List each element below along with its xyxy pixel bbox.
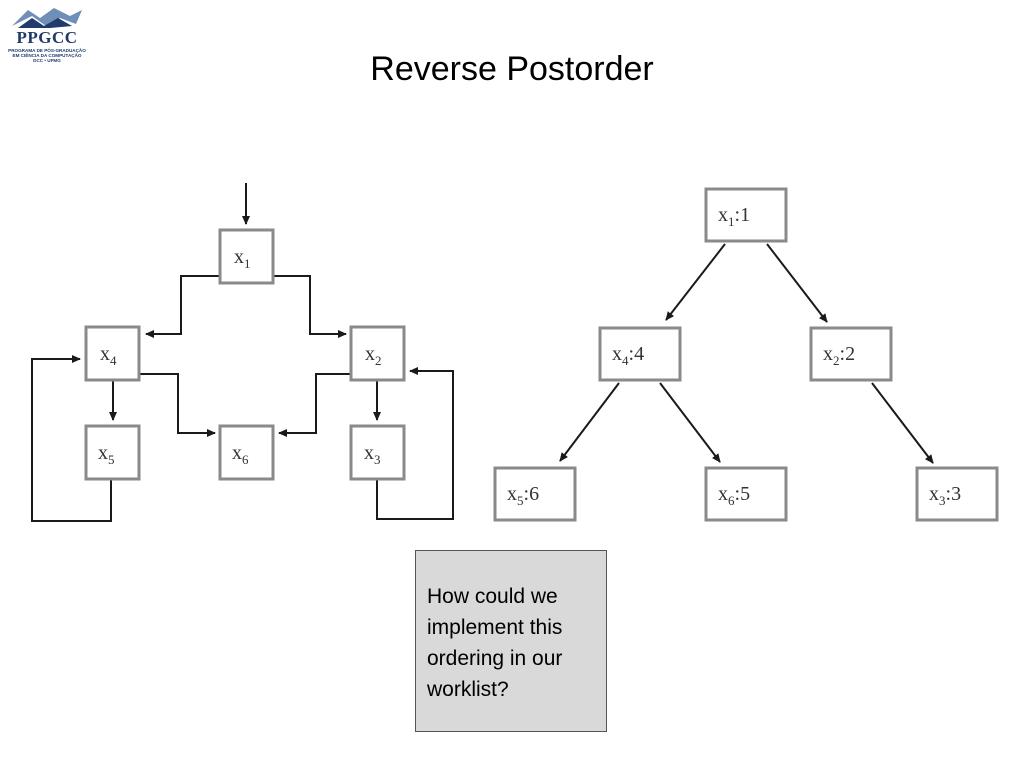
tree-edge-x1-x2	[766, 243, 828, 323]
cfg-node-label: x3	[364, 442, 381, 467]
cfg-node-x2: x2	[349, 325, 406, 382]
cfg-node-box	[218, 424, 275, 481]
logo-subtitle: PROGRAMA DE PÓS-GRADUAÇÃO EM CIÊNCIA DA …	[4, 48, 90, 64]
cfg-node-x6: x6	[218, 424, 275, 481]
cfg-node-box	[84, 424, 141, 481]
logo-text: PPGCC	[16, 28, 78, 47]
cfg-edge-x1-x4	[145, 275, 221, 338]
cfg-node-label: x5	[98, 442, 115, 467]
slide-title: Reverse Postorder	[370, 50, 654, 88]
tree-node-label: x5:6	[507, 483, 539, 508]
cfg-edge-x4-x6	[140, 373, 216, 437]
logo-subtitle-line: DCC • UFMG	[33, 58, 61, 64]
cfg-edge-x3-x2	[376, 367, 454, 520]
cfg-node-box	[84, 325, 141, 382]
cfg-edge-x2-x6	[278, 373, 350, 437]
cfg-node-x1: x1	[218, 228, 275, 285]
tree-node-x6: x6:5	[704, 466, 788, 522]
tree-node-box	[704, 466, 788, 522]
tree-node-x3: x3:3	[915, 466, 999, 522]
logo-subtitle-line: EM CIÊNCIA DA COMPUTAÇÃO	[12, 53, 82, 59]
cfg-node-x4: x4	[84, 325, 141, 382]
tree-edge-x1-x4	[665, 243, 726, 321]
cfg-node-box	[349, 424, 406, 481]
cfg-node-x3: x3	[349, 424, 406, 481]
ppgcc-logo: PPGCC PROGRAMA DE PÓS-GRADUAÇÃO EM CIÊNC…	[4, 6, 90, 64]
cfg-node-box	[349, 325, 406, 382]
logo-emblem-icon	[12, 8, 82, 28]
cfg-node-box	[218, 228, 275, 285]
tree-edge-x2-x3	[871, 382, 934, 464]
tree-node-box	[915, 466, 999, 522]
cfg-node-label: x4	[100, 343, 117, 368]
question-callout: How could we implement this ordering in …	[415, 550, 607, 732]
logo-subtitle-line: PROGRAMA DE PÓS-GRADUAÇÃO	[8, 48, 86, 53]
tree-node-x1: x1:1	[704, 187, 788, 243]
tree-node-box	[809, 326, 893, 382]
cfg-node-label: x6	[232, 442, 249, 467]
tree-node-box	[704, 187, 788, 243]
tree-edges	[559, 243, 934, 464]
cfg-edge-x5-x4	[31, 355, 112, 522]
tree-edge-x4-x5	[559, 382, 620, 462]
tree-node-x4: x4:4	[598, 326, 682, 382]
tree-node-x2: x2:2	[809, 326, 893, 382]
tree-node-label: x3:3	[929, 483, 961, 508]
cfg-node-label: x2	[365, 343, 382, 368]
tree-node-label: x2:2	[823, 343, 855, 368]
tree-node-box	[493, 466, 577, 522]
tree-node-label: x1:1	[718, 204, 750, 229]
question-text: How could we implement this ordering in …	[427, 585, 563, 701]
tree-node-x5: x5:6	[493, 466, 577, 522]
cfg-node-x5: x5	[84, 424, 141, 481]
tree-node-label: x4:4	[612, 343, 644, 368]
tree-edge-x4-x6	[659, 382, 721, 463]
cfg-edges	[31, 183, 454, 522]
cfg-node-label: x1	[234, 246, 251, 271]
tree-node-label: x6:5	[718, 483, 750, 508]
cfg-edge-x1-x2	[273, 275, 347, 338]
tree-node-box	[598, 326, 682, 382]
